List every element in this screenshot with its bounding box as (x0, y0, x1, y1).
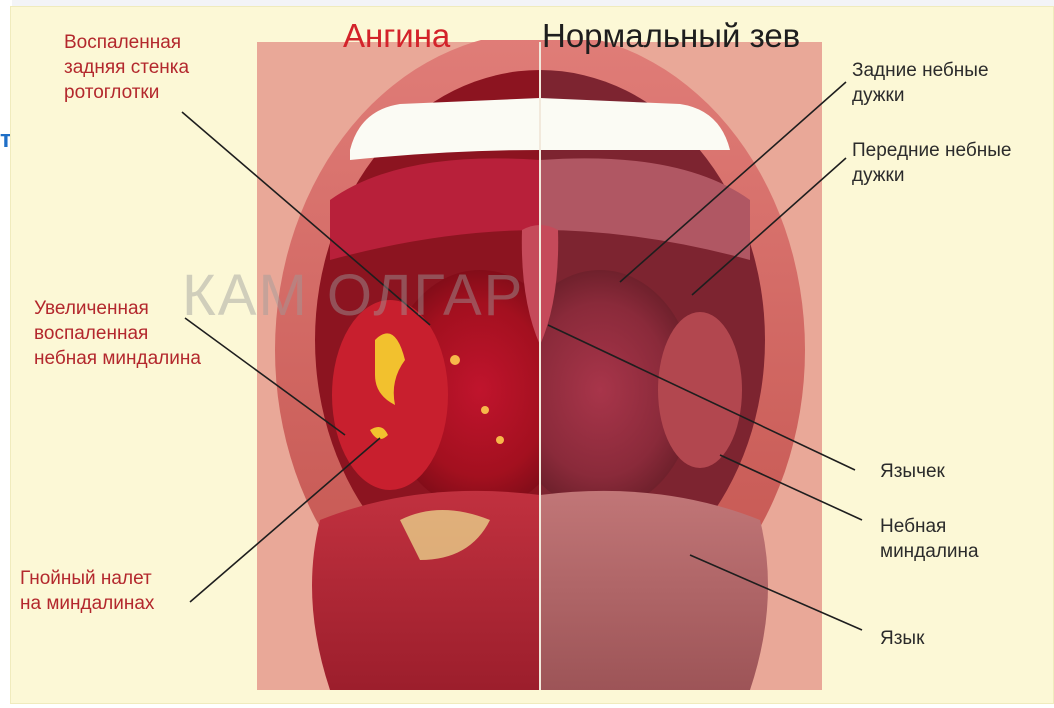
title-normal: Нормальный зев (542, 18, 800, 54)
label-purulent-coating: Гнойный налет на миндалинах (20, 566, 154, 616)
pus-spot (450, 355, 460, 365)
title-angina: Ангина (343, 18, 450, 54)
pus-spot (481, 406, 489, 414)
label-uvula: Язычек (880, 459, 945, 484)
normal-tonsil (658, 312, 742, 468)
label-inflamed-posterior-wall: Воспаленная задняя стенка ротоглотки (64, 30, 189, 105)
watermark: КАМ ОЛГАР (182, 262, 524, 329)
pus-spot (496, 436, 504, 444)
label-tongue: Язык (880, 626, 924, 651)
label-palatine-tonsil: Небная миндалина (880, 514, 979, 564)
label-enlarged-tonsil: Увеличенная воспаленная небная миндалина (34, 296, 201, 371)
label-anterior-arches: Передние небные дужки (852, 138, 1011, 188)
tongue-right (540, 491, 768, 690)
label-posterior-arches: Задние небные дужки (852, 58, 989, 108)
